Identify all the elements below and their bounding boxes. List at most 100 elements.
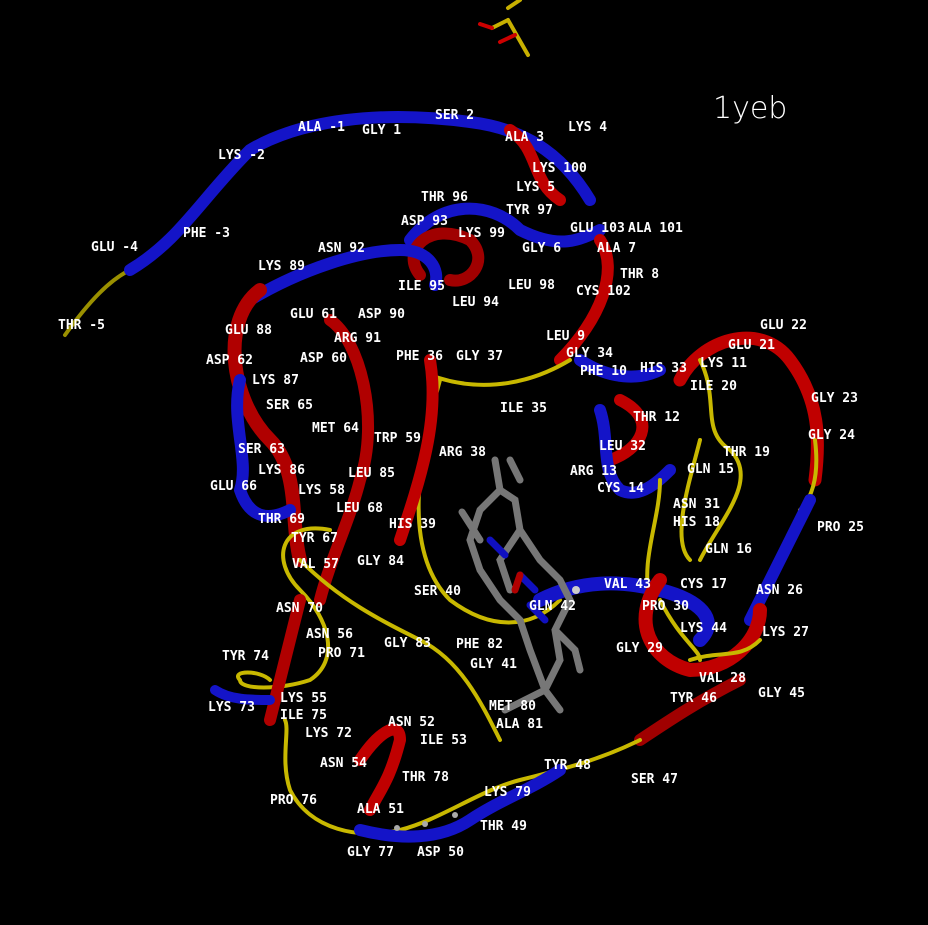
- coil-segment: [658, 598, 762, 662]
- residue-label: PRO 30: [642, 599, 689, 614]
- residue-label: ASN 70: [276, 601, 323, 616]
- residue-label: THR 19: [723, 445, 770, 460]
- residue-label: THR 8: [620, 267, 659, 282]
- residue-label: GLU -4: [91, 240, 138, 255]
- residue-label: ASN 54: [320, 756, 367, 771]
- residue-label: VAL 28: [699, 671, 746, 686]
- helix-segment: [264, 594, 306, 726]
- residue-label: PHE 82: [456, 637, 503, 652]
- residue-label: PRO 25: [817, 520, 864, 535]
- solvent-atoms: [394, 812, 458, 831]
- helix-segment: [504, 124, 566, 206]
- residue-label: GLY 23: [811, 391, 858, 406]
- residue-label: GLY 45: [758, 686, 805, 701]
- residue-label: GLN 16: [705, 542, 752, 557]
- strand-segment: [231, 374, 296, 522]
- strand-segment: [124, 111, 596, 276]
- helix-segment: [673, 331, 824, 487]
- residue-label: SER 2: [435, 108, 474, 123]
- residue-label: ASP 90: [358, 307, 405, 322]
- residue-label: SER 65: [266, 398, 313, 413]
- residue-label: GLU 66: [210, 479, 257, 494]
- sulfate-molecule: [478, 0, 530, 57]
- heme-group: [458, 456, 584, 714]
- strand-segment: [404, 202, 606, 248]
- residue-label: CYS 102: [576, 284, 631, 299]
- residue-label: ALA -1: [298, 120, 345, 135]
- protein-ribbon: [63, 111, 824, 843]
- residue-label: HIS 18: [673, 515, 720, 530]
- residue-label: ASP 93: [401, 214, 448, 229]
- residue-label: LYS 87: [252, 373, 299, 388]
- residue-label: MET 80: [489, 699, 536, 714]
- coil-segment: [236, 526, 502, 742]
- strand-segment: [354, 764, 566, 843]
- residue-label: LYS 72: [305, 726, 352, 741]
- residue-label: ARG 13: [570, 464, 617, 479]
- residue-label: GLU 88: [225, 323, 272, 338]
- residue-label: GLU 22: [760, 318, 807, 333]
- residue-label: THR 69: [258, 512, 305, 527]
- strand-segment: [744, 494, 816, 626]
- residue-label: GLY 77: [347, 845, 394, 860]
- residue-label: ALA 101: [628, 221, 683, 236]
- residue-label: LYS 55: [280, 691, 327, 706]
- residue-label: CYS 14: [597, 481, 644, 496]
- residue-label: LEU 68: [336, 501, 383, 516]
- residue-label: GLY 84: [357, 554, 404, 569]
- residue-label: ILE 20: [690, 379, 737, 394]
- residue-label: LYS 27: [762, 625, 809, 640]
- residue-label: ARG 91: [334, 331, 381, 346]
- residue-label: LYS 11: [700, 356, 747, 371]
- residue-label: LYS 86: [258, 463, 305, 478]
- residue-label: GLY 34: [566, 346, 613, 361]
- residue-label: ILE 53: [420, 733, 467, 748]
- residue-label: TYR 48: [544, 758, 591, 773]
- residue-label: ASN 31: [673, 497, 720, 512]
- helix-segment: [227, 283, 307, 567]
- residue-label: GLY 1: [362, 123, 401, 138]
- residue-label: ASN 26: [756, 583, 803, 598]
- strand-segment: [210, 685, 275, 705]
- helix-segment: [634, 674, 746, 746]
- residue-label: VAL 43: [604, 577, 651, 592]
- residue-label: TRP 59: [374, 431, 421, 446]
- helix-segment: [314, 314, 375, 606]
- residue-label: PRO 76: [270, 793, 317, 808]
- residue-label: PRO 71: [318, 646, 365, 661]
- residue-label: ARG 38: [439, 445, 486, 460]
- residue-label: GLU 103: [570, 221, 625, 236]
- residue-label: SER 40: [414, 584, 461, 599]
- residue-label: SER 47: [631, 772, 678, 787]
- coil-segment: [63, 268, 132, 337]
- residue-label: LYS 89: [258, 259, 305, 274]
- residue-label: LYS 58: [298, 483, 345, 498]
- structure-id-title: 1yeb: [713, 91, 787, 126]
- residue-label: CYS 17: [680, 577, 727, 592]
- residue-label: ALA 51: [357, 802, 404, 817]
- helix-segment: [354, 723, 406, 816]
- residue-label: GLY 29: [616, 641, 663, 656]
- residue-label: ALA 3: [505, 130, 544, 145]
- residue-label: VAL 57: [292, 557, 339, 572]
- residue-label: PHE -3: [183, 226, 230, 241]
- residue-label: GLY 41: [470, 657, 517, 672]
- residue-label: ILE 75: [280, 708, 327, 723]
- helix-segment: [604, 394, 649, 466]
- strand-segment: [594, 404, 676, 499]
- residue-label: GLN 15: [687, 462, 734, 477]
- residue-label: LYS -2: [218, 148, 265, 163]
- residue-label: LEU 32: [599, 439, 646, 454]
- residue-label: THR 96: [421, 190, 468, 205]
- residue-label: HIS 39: [389, 517, 436, 532]
- residue-label: GLN 42: [529, 599, 576, 614]
- residue-labels: ALA -1 GLY 1 SER 2 ALA 3 LYS 4 LYS -2 LY…: [58, 108, 864, 860]
- residue-label: GLU 21: [728, 338, 775, 353]
- residue-label: LYS 99: [458, 226, 505, 241]
- residue-label: PHE 36: [396, 349, 443, 364]
- residue-label: TYR 74: [222, 649, 269, 664]
- residue-label: ALA 81: [496, 717, 543, 732]
- residue-label: ASP 62: [206, 353, 253, 368]
